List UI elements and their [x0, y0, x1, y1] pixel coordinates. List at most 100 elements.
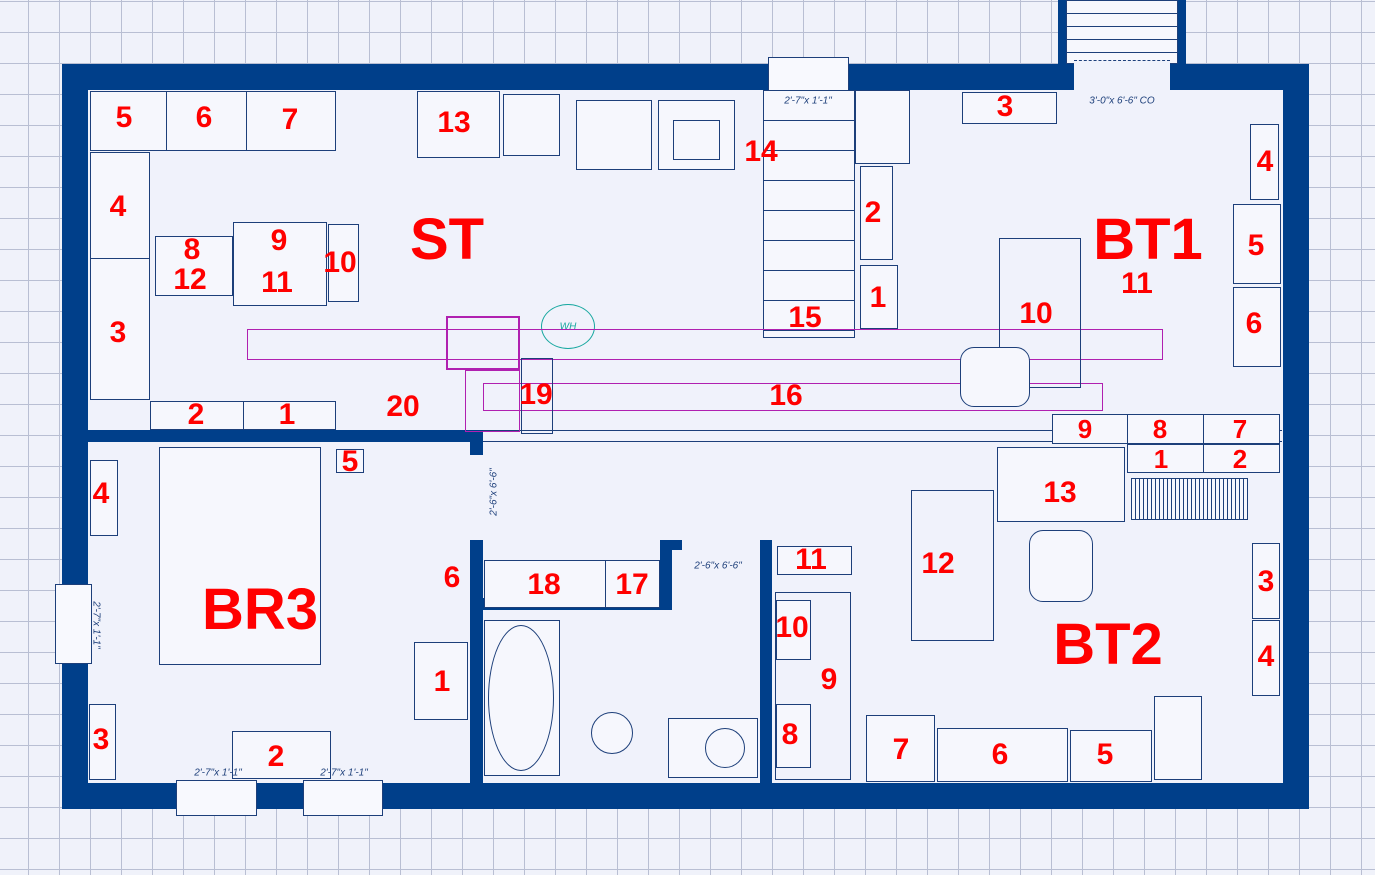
partition-line: [483, 430, 1282, 431]
keyboard-piano: [1131, 478, 1248, 520]
item-label: 1: [433, 665, 451, 698]
item-label: 4: [109, 190, 127, 223]
item-8-bt2: [776, 704, 811, 768]
dimension-label: 2'-7"x 1'-1": [90, 601, 102, 649]
item-7-bt2: [866, 715, 935, 782]
item-label: 19: [519, 378, 553, 411]
item-2-br3: [232, 731, 331, 779]
item-4-br3: [90, 460, 118, 536]
item-label: 9: [820, 663, 838, 696]
item-1-st: [860, 265, 898, 329]
cabinets-upper: [90, 91, 336, 151]
wall-bt2-west: [760, 540, 772, 783]
item-label: 2: [267, 740, 285, 773]
wall-st-br3: [88, 430, 482, 442]
wall-bath-closet: [660, 540, 672, 610]
duct-lower: [483, 383, 1103, 411]
item-4-bt2: [1252, 620, 1280, 696]
toilet: [591, 712, 633, 754]
item-label: 4: [1257, 640, 1275, 673]
item-label: 5: [1096, 738, 1114, 771]
item-label: 18: [527, 568, 561, 601]
bed-10-bt1: [999, 238, 1081, 388]
room-label-bt2: BT2: [1053, 612, 1163, 677]
item-label: 1: [869, 281, 887, 314]
item-label: 7: [892, 733, 910, 766]
item-label: 5: [1247, 229, 1265, 262]
bed-br3: [159, 447, 321, 665]
dimension-label: 2'-6"x 6'-6": [694, 560, 742, 572]
item-label: 11: [1121, 267, 1153, 300]
item-label: 2: [1232, 444, 1248, 474]
dimension-label: 2'-7"x 1'-1": [194, 767, 242, 779]
stair-wall-left: [1058, 0, 1066, 70]
item-6-bt2: [937, 728, 1068, 782]
item-1-br3: [414, 642, 468, 720]
item-3-br3: [89, 704, 116, 780]
item-label: 2: [864, 196, 882, 229]
partition-line: [483, 441, 1282, 442]
table-9-11: [233, 222, 327, 306]
item-label: 6: [443, 561, 461, 594]
item-label: 4: [92, 477, 110, 510]
item-label: 8: [183, 233, 201, 266]
bunk-9: [775, 592, 851, 780]
duct-upper: [247, 329, 1163, 360]
item-label: 17: [615, 568, 649, 601]
item-label: 1: [278, 398, 296, 431]
cabinets-bt1: [1052, 414, 1280, 444]
item-label: 13: [437, 106, 471, 139]
item-label: 8: [781, 718, 799, 751]
item-label: 1: [1153, 444, 1169, 474]
item-6-bt1: [1233, 287, 1281, 367]
wall-br3-door-top: [470, 430, 483, 455]
bed-12-bt2: [911, 490, 994, 641]
item-13: [417, 91, 500, 158]
item-label: 9: [270, 224, 288, 257]
item-5-bt2: [1070, 730, 1152, 782]
item-label: 12: [921, 547, 955, 580]
item-label: 6: [195, 101, 213, 134]
item-label: 14: [744, 135, 778, 168]
dimension-label: 2'-7"x 1'-1": [784, 95, 832, 107]
item-label: 10: [323, 246, 357, 279]
item-10: [328, 224, 359, 302]
item-label: 12: [173, 263, 207, 296]
window-left: [55, 584, 92, 664]
exterior-stairs: [1066, 0, 1178, 64]
item-label: 6: [1245, 307, 1263, 340]
item-11-bt2: [777, 546, 852, 575]
item-label: 15: [788, 301, 822, 334]
item-5-bt1: [1233, 204, 1281, 284]
window-bottom-2: [303, 780, 383, 816]
item-label: 3: [996, 90, 1014, 123]
room-label-bt1: BT1: [1093, 207, 1203, 272]
water-heater-label: WH: [559, 321, 577, 333]
dimension-label: 3'-0"x 6'-6" CO: [1089, 95, 1155, 107]
window-bottom-1: [176, 780, 257, 816]
item-label: 3: [109, 316, 127, 349]
bathtub-basin: [488, 625, 554, 771]
item-label: 11: [261, 266, 293, 299]
water-heater: [541, 304, 595, 349]
item-label: 20: [386, 390, 420, 423]
item-label: 6: [991, 738, 1009, 771]
vanity-18-17: [484, 560, 660, 608]
item-bt2-shelf: [1154, 696, 1202, 780]
window-top: [768, 57, 849, 94]
item-label: 3: [1257, 565, 1275, 598]
item-label: 7: [281, 103, 299, 136]
item-label: 16: [769, 379, 803, 412]
item-label: 4: [1256, 145, 1274, 178]
room-label-br3: BR3: [201, 577, 319, 642]
room-label-st: ST: [409, 207, 485, 272]
shelf-8-12: [155, 236, 233, 296]
item-label: 3: [92, 723, 110, 756]
item-label: 13: [1043, 476, 1077, 509]
item-4-bt1: [1250, 124, 1279, 200]
interior-stairs: [763, 90, 855, 338]
chair-bt1: [960, 347, 1030, 407]
item-label: 5: [115, 101, 133, 134]
dryer-door: [673, 120, 720, 160]
furnace-base: [465, 370, 520, 432]
